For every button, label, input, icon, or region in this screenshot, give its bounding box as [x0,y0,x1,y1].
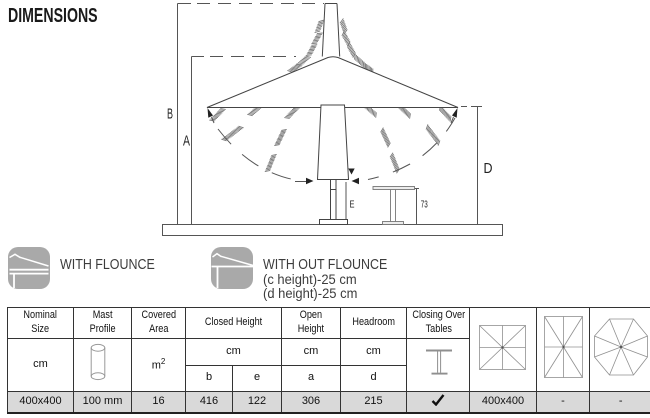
svg-text:73: 73 [421,199,428,210]
svg-text:B: B [167,106,173,123]
svg-text:E: E [350,199,355,211]
svg-text:D: D [484,160,493,177]
svg-text:A: A [183,133,190,150]
